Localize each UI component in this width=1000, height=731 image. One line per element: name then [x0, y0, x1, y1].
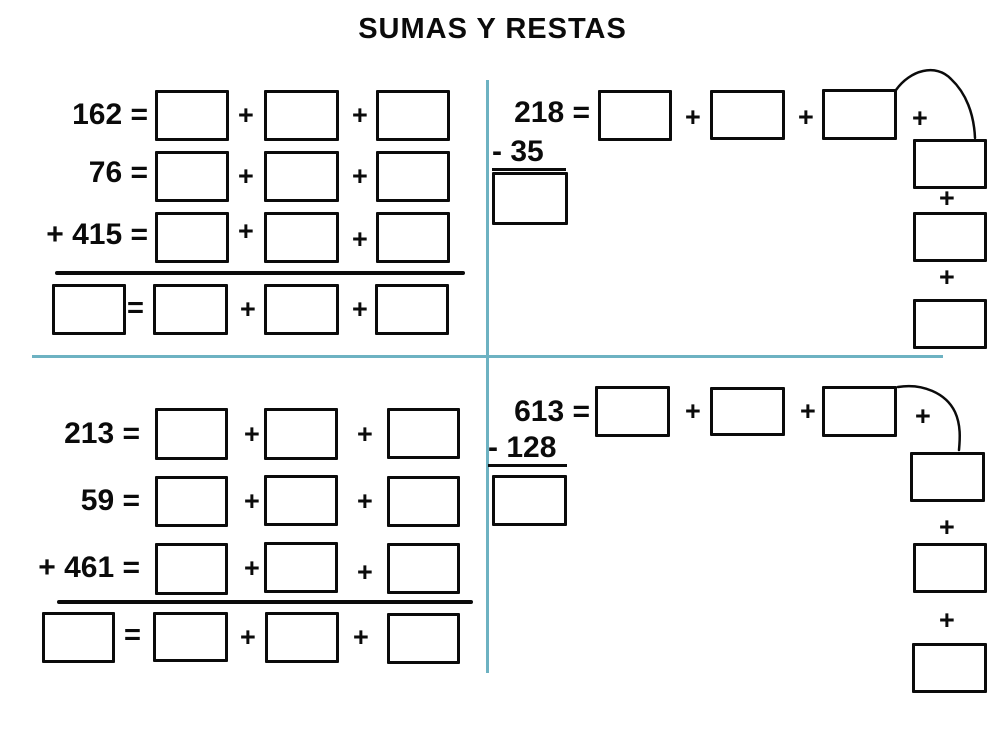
sum-rule [57, 600, 473, 604]
plus-sign: + [352, 224, 368, 254]
minuend-label: 218 = [514, 96, 590, 129]
stacked-addend-box[interactable] [912, 643, 987, 693]
decomposition-box[interactable] [155, 212, 229, 263]
decomposition-box[interactable] [264, 475, 338, 526]
plus-sign: + [352, 161, 368, 191]
decomposition-box[interactable] [376, 212, 450, 263]
decomposition-box[interactable] [375, 284, 449, 335]
result-box[interactable] [42, 612, 115, 663]
decomposition-box[interactable] [264, 212, 339, 263]
plus-sign: + [244, 419, 260, 449]
decomposition-box[interactable] [387, 408, 460, 459]
decomposition-box[interactable] [155, 476, 228, 527]
plus-sign: + [238, 100, 254, 130]
plus-sign: + [915, 401, 931, 431]
plus-sign: + [800, 396, 816, 426]
decomposition-box[interactable] [155, 408, 228, 460]
addend-label: + 415 = [46, 218, 148, 251]
worksheet-title: SUMAS Y RESTAS [358, 13, 627, 45]
plus-sign: + [939, 183, 955, 213]
addend-label: 59 = [80, 484, 140, 517]
plus-sign: + [238, 216, 254, 246]
decomposition-box[interactable] [710, 387, 785, 436]
decomposition-box[interactable] [155, 543, 228, 595]
decomposition-box[interactable] [153, 284, 228, 335]
plus-sign: + [912, 103, 928, 133]
plus-sign: + [357, 419, 373, 449]
addend-label: 162 = [72, 98, 148, 131]
subtraction-result-box[interactable] [492, 172, 568, 225]
decomposition-box[interactable] [376, 90, 450, 141]
decomposition-box[interactable] [265, 612, 339, 663]
decomposition-box[interactable] [387, 613, 460, 664]
plus-sign: + [685, 102, 701, 132]
decomposition-box[interactable] [155, 90, 229, 141]
decomposition-box[interactable] [598, 90, 672, 141]
plus-sign: + [353, 622, 369, 652]
plus-sign: + [939, 512, 955, 542]
stacked-addend-box[interactable] [910, 452, 985, 502]
subtrahend-label: - 128 [488, 432, 567, 467]
plus-sign: + [240, 294, 256, 324]
decomposition-box[interactable] [387, 476, 460, 527]
plus-sign: + [244, 553, 260, 583]
decomposition-box[interactable] [264, 542, 338, 593]
decomposition-box[interactable] [595, 386, 670, 437]
equals-sign: = [124, 619, 141, 651]
decomposition-box[interactable] [153, 612, 228, 662]
connector-curve-top-right [894, 69, 977, 140]
addend-label: 76 = [88, 156, 148, 189]
decomposition-box[interactable] [387, 543, 460, 594]
plus-sign: + [685, 396, 701, 426]
plus-sign: + [939, 262, 955, 292]
decomposition-box[interactable] [264, 284, 339, 335]
stacked-addend-box[interactable] [913, 139, 987, 189]
decomposition-box[interactable] [710, 90, 785, 140]
stacked-addend-box[interactable] [913, 543, 987, 593]
plus-sign: + [240, 622, 256, 652]
addend-label: + 461 = [38, 551, 140, 584]
addend-label: 213 = [64, 417, 140, 450]
plus-sign: + [352, 100, 368, 130]
decomposition-box[interactable] [155, 151, 229, 202]
decomposition-box[interactable] [264, 408, 338, 460]
decomposition-box[interactable] [822, 386, 897, 437]
quadrant-divider-vertical [486, 80, 489, 673]
plus-sign: + [352, 294, 368, 324]
minuend-label: 613 = [514, 395, 590, 428]
plus-sign: + [357, 486, 373, 516]
subtraction-result-box[interactable] [492, 475, 567, 526]
stacked-addend-box[interactable] [913, 299, 987, 349]
decomposition-box[interactable] [822, 89, 897, 140]
plus-sign: + [238, 161, 254, 191]
equals-sign: = [127, 292, 144, 324]
result-box[interactable] [52, 284, 126, 335]
plus-sign: + [939, 605, 955, 635]
plus-sign: + [244, 486, 260, 516]
decomposition-box[interactable] [376, 151, 450, 202]
sum-rule [55, 271, 465, 275]
decomposition-box[interactable] [264, 90, 339, 141]
stacked-addend-box[interactable] [913, 212, 987, 262]
subtrahend-label: - 35 [492, 136, 566, 171]
plus-sign: + [357, 557, 373, 587]
plus-sign: + [798, 102, 814, 132]
decomposition-box[interactable] [264, 151, 339, 202]
